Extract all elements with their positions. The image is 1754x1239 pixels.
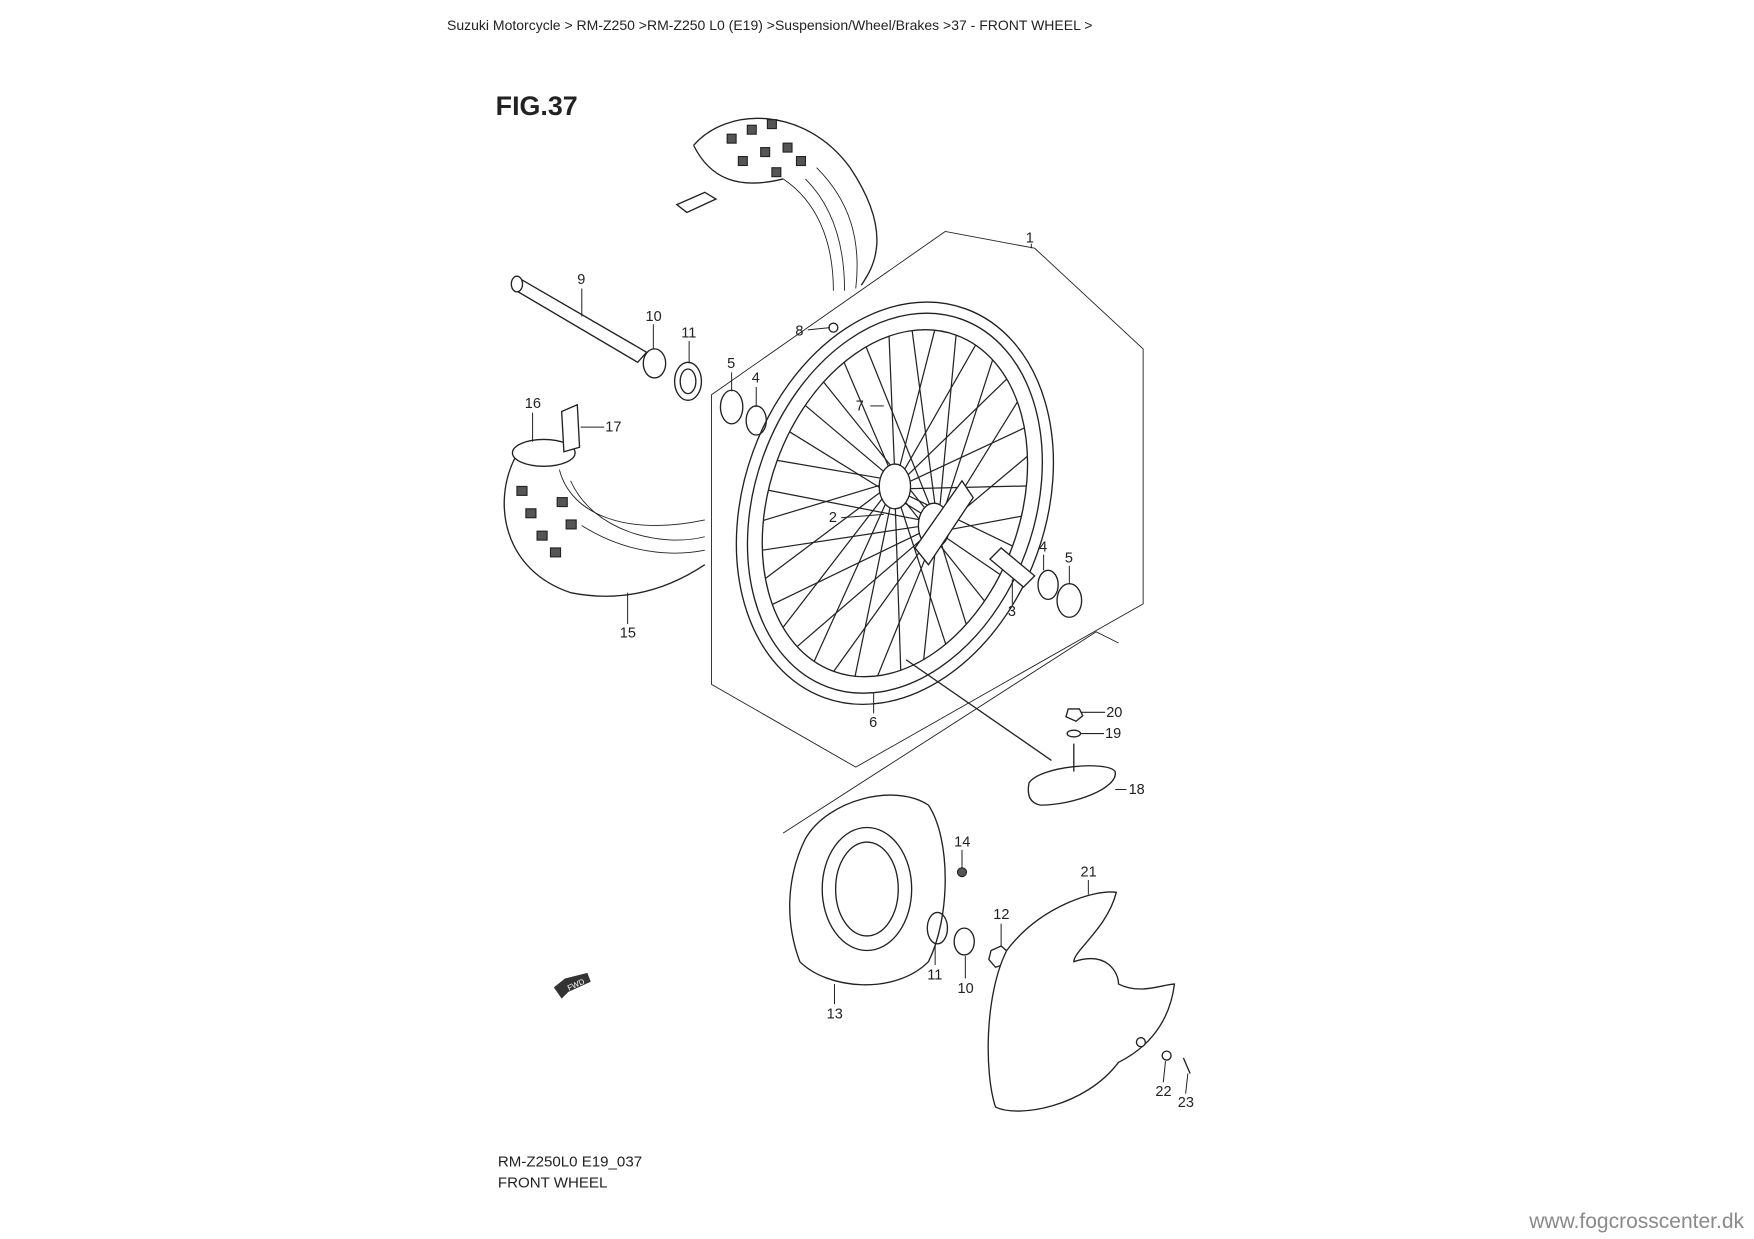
spoke — [888, 336, 896, 471]
rim-band — [905, 659, 1052, 761]
spoke — [782, 494, 886, 628]
callout: 7 — [856, 398, 864, 414]
callout: 20 — [1106, 705, 1122, 721]
callout: 16 — [525, 396, 541, 412]
spoke — [765, 489, 885, 579]
spoke — [772, 530, 924, 606]
callout: 23 — [1178, 1095, 1194, 1111]
spoke — [865, 346, 933, 511]
spoke — [823, 381, 929, 513]
rim-lock — [1027, 708, 1116, 806]
callout: 4 — [1039, 539, 1047, 555]
spoke — [898, 500, 947, 645]
brake-disc — [789, 794, 946, 986]
axle — [510, 275, 648, 364]
breadcrumb: Suzuki Motorcycle > RM-Z250 >RM-Z250 L0 … — [447, 17, 1093, 33]
spoke — [813, 498, 889, 662]
callout: 19 — [1105, 726, 1121, 742]
callout: 11 — [681, 326, 696, 342]
callout: 17 — [605, 420, 621, 436]
tire-lower — [503, 403, 706, 597]
callouts: 1 9 10 11 5 4 8 7 16 17 2 4 5 3 15 6 20 … — [525, 231, 1194, 1111]
callout: 13 — [827, 1007, 843, 1023]
callout: 5 — [1065, 550, 1073, 566]
callout: 2 — [829, 510, 837, 526]
spoke — [944, 515, 1022, 532]
bolt-14 — [956, 867, 968, 878]
callout: 14 — [954, 835, 970, 851]
spacer-10 — [953, 927, 975, 956]
watermark: www.fogcrosscenter.dk — [1529, 1210, 1744, 1233]
nipple — [828, 322, 839, 333]
spoke — [762, 525, 923, 551]
figure-title: FIG.37 — [496, 91, 578, 121]
spoke — [941, 359, 994, 516]
spacer-3 — [988, 547, 1036, 588]
callout: 21 — [1081, 865, 1097, 881]
hub — [878, 463, 912, 510]
spoke — [796, 535, 927, 648]
spoke — [777, 459, 886, 480]
callout: 4 — [752, 370, 760, 386]
oil-seal — [719, 389, 744, 425]
spoke — [877, 540, 933, 677]
callout: 22 — [1155, 1084, 1171, 1100]
spoke — [901, 344, 977, 475]
spoke — [905, 427, 1025, 484]
callout: 6 — [869, 715, 877, 731]
spoke — [854, 501, 892, 677]
spoke — [897, 330, 936, 472]
tire-upper — [675, 117, 878, 291]
callout: 1 — [1026, 231, 1034, 247]
spoke — [833, 538, 930, 672]
spoke — [911, 330, 937, 511]
bearing-4 — [1037, 569, 1059, 601]
oil-seal-5 — [1056, 583, 1083, 618]
callout: 3 — [1008, 604, 1016, 620]
callout: 5 — [727, 356, 735, 372]
front-wheel — [735, 301, 1055, 706]
spoke — [768, 489, 924, 522]
spoke — [938, 335, 957, 512]
spoke — [923, 540, 937, 660]
callout: 10 — [958, 981, 974, 997]
washer-22 — [1161, 1050, 1172, 1061]
spoke — [763, 483, 885, 522]
spoke — [939, 538, 967, 625]
disc-guard — [987, 891, 1176, 1112]
assembly-frame — [711, 230, 1144, 768]
callout: 11 — [927, 968, 942, 984]
dust-seal — [673, 361, 703, 401]
callout: 8 — [795, 323, 803, 339]
spoke — [804, 404, 888, 476]
disc-frame-line — [782, 631, 1119, 834]
leader-lines — [532, 243, 1189, 1094]
callout: 10 — [646, 309, 662, 325]
spoke — [904, 378, 1008, 479]
figure-name: FRONT WHEEL — [498, 1175, 607, 1192]
bolt-23 — [1182, 1057, 1191, 1074]
spoke — [942, 534, 1001, 576]
callout: 18 — [1129, 782, 1145, 798]
callout: 15 — [620, 625, 636, 641]
callout: 12 — [993, 907, 1009, 923]
spoke — [843, 362, 892, 473]
spoke — [894, 502, 902, 671]
fwd-arrow-icon: FWD — [553, 972, 591, 999]
dust-seal-11 — [926, 911, 949, 945]
figure-code: RM-Z250L0 E19_037 — [498, 1153, 642, 1170]
spacer — [642, 348, 667, 379]
callout: 9 — [577, 272, 585, 288]
bearing — [745, 405, 767, 436]
